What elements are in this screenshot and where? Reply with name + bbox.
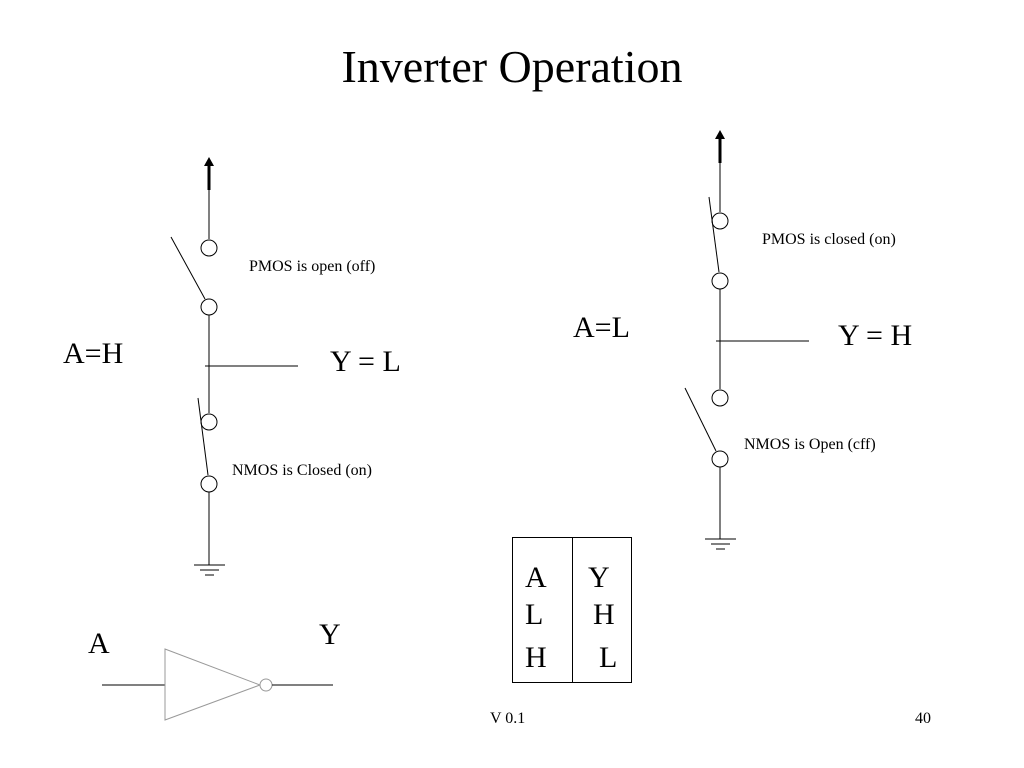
left-ground-symbol — [194, 564, 225, 576]
right-circuit — [684, 130, 809, 550]
right-output-label: Y = H — [838, 319, 913, 352]
right-nmos-label: NMOS is Open (cff) — [744, 436, 876, 453]
left-output-label: Y = L — [330, 345, 401, 378]
inverter-gate-symbol — [102, 648, 333, 721]
truth-table-cell: L — [525, 598, 544, 631]
left-pmos-label: PMOS is open (off) — [249, 258, 376, 275]
truth-table-cell: H — [593, 598, 615, 631]
right-pmos-switch — [708, 196, 729, 389]
gate-output-label: Y — [319, 618, 341, 651]
right-vdd-arrow — [715, 130, 725, 212]
right-nmos-switch — [684, 387, 729, 539]
right-input-label: A=L — [573, 311, 630, 344]
left-input-label: A=H — [63, 337, 124, 370]
truth-table-header-a: A — [525, 561, 547, 594]
truth-table-cell: H — [525, 641, 547, 674]
truth-table-divider — [572, 538, 573, 682]
truth-table-cell: L — [599, 641, 618, 674]
gate-input-label: A — [88, 627, 110, 660]
gate-inversion-bubble — [259, 678, 273, 692]
truth-table-header-y: Y — [588, 561, 610, 594]
left-pmos-switch — [170, 236, 218, 413]
left-vdd-arrow — [204, 157, 214, 239]
left-nmos-label: NMOS is Closed (on) — [232, 462, 373, 479]
left-nmos-switch — [197, 397, 218, 565]
footer-page-number: 40 — [915, 710, 931, 727]
right-pmos-label: PMOS is closed (on) — [762, 231, 896, 248]
slide-title: Inverter Operation — [341, 41, 683, 92]
truth-table: A Y L H H L — [512, 537, 632, 683]
right-ground-symbol — [705, 538, 736, 550]
gate-triangle — [164, 648, 262, 721]
footer-version: V 0.1 — [490, 710, 526, 727]
left-circuit — [170, 157, 298, 576]
